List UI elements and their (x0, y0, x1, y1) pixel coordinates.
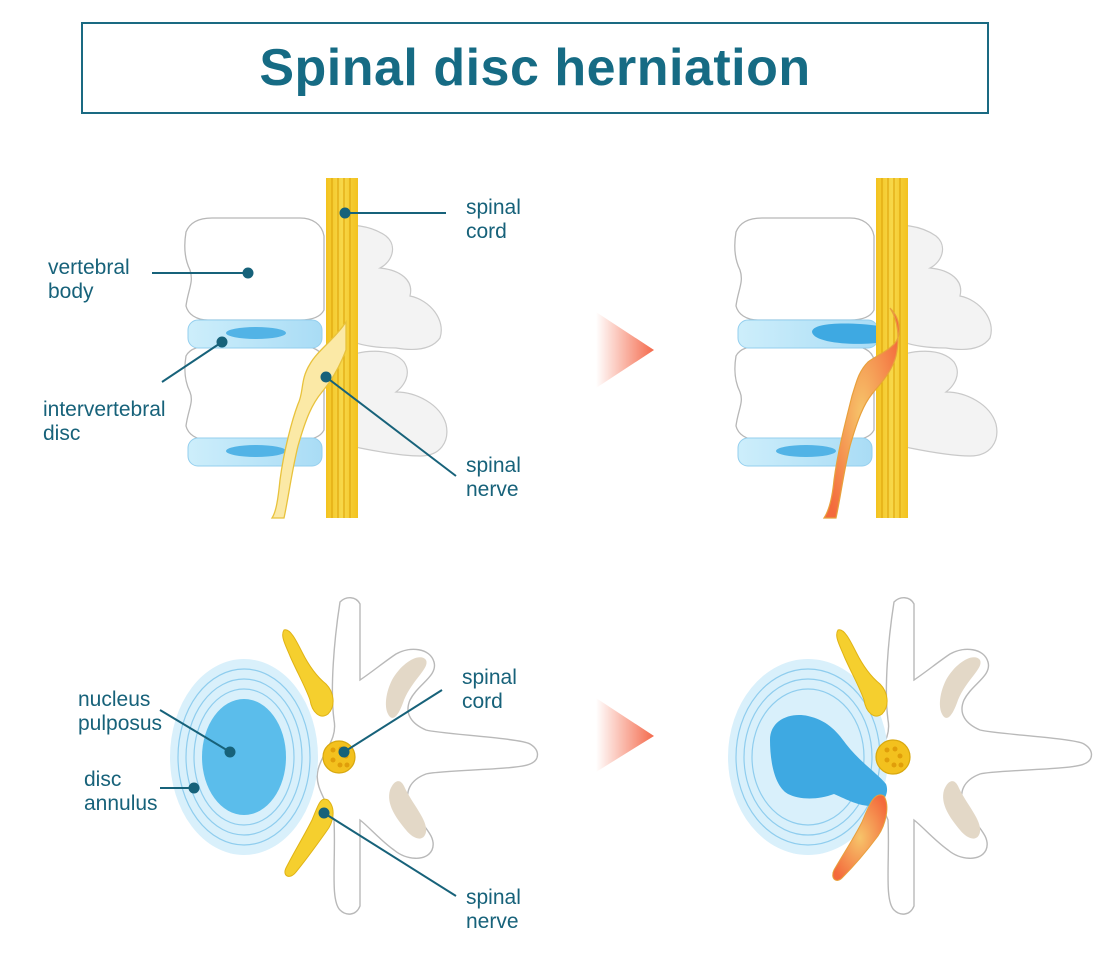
transition-arrow-bottom-icon (596, 698, 654, 772)
compressed-nerve-side (822, 307, 900, 519)
leader-lines (152, 207, 457, 897)
vertebral-body-upper (184, 217, 325, 321)
label-vertebral-body: vertebral body (48, 256, 130, 303)
nucleus-lower (226, 445, 286, 457)
nerve-root-lower (284, 798, 334, 877)
label-intervertebral-disc: intervertebral disc (43, 398, 166, 445)
nucleus-lower-h (776, 445, 836, 457)
spinal-cord-axial-h (875, 739, 911, 775)
side-view-normal (184, 177, 448, 519)
spinal-cord-axial (322, 740, 356, 774)
label-spinal-nerve-top: spinal nerve (466, 454, 521, 501)
label-spinal-nerve-bottom: spinal nerve (466, 886, 521, 933)
spinal-nerve-side (270, 319, 347, 519)
label-spinal-cord-bottom: spinal cord (462, 666, 517, 713)
nucleus-herniated-top (812, 323, 892, 344)
label-spinal-cord-top: spinal cord (466, 196, 521, 243)
page-title: Spinal disc herniation (259, 39, 811, 97)
compressed-nerve-axial (832, 794, 888, 881)
facet-upper (385, 657, 427, 718)
vertebral-body-upper-h (734, 217, 875, 321)
axial-view-herniated (728, 597, 1093, 915)
label-nucleus-pulposus: nucleus pulposus (78, 688, 163, 735)
nerve-root-upper-h (836, 629, 888, 717)
side-view-herniated (734, 177, 998, 519)
transition-arrow-top-icon (596, 312, 654, 388)
facet-lower (389, 781, 427, 839)
nucleus-upper (226, 327, 286, 339)
herniated-nucleus-axial (770, 715, 888, 806)
title-box: Spinal disc herniation (81, 22, 989, 114)
nucleus-pulposus-axial (202, 699, 286, 815)
facet-upper-h (939, 657, 981, 718)
facet-lower-h (943, 781, 981, 839)
nerve-root-upper (282, 629, 334, 717)
axial-view-normal (170, 597, 539, 915)
label-disc-annulus: disc annulus (84, 768, 158, 815)
